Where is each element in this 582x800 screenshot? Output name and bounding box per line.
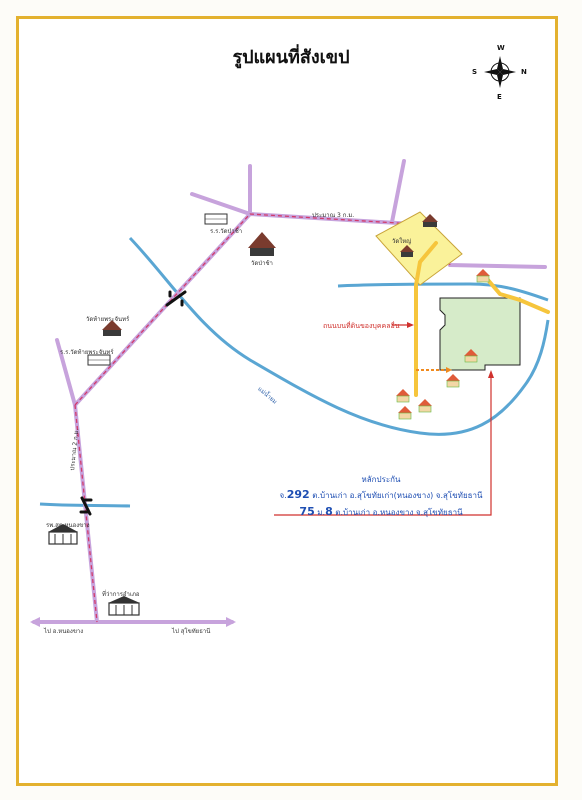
compass-letter-top: W	[497, 44, 505, 52]
pointer-arrow-icon-2	[407, 322, 414, 328]
label-district-office: ที่ว่าการอำเภอ	[102, 591, 140, 598]
access-road	[414, 241, 550, 397]
property-parcel	[439, 297, 521, 371]
house-icon	[446, 374, 460, 388]
address-line-2-rest: ต.บ้านเก่า อ.หนองขาง จ.สุโขทัยธานี	[332, 508, 463, 518]
compass-letter-right: N	[521, 68, 527, 76]
house-icon	[396, 389, 410, 403]
bridge-icon-2	[79, 496, 93, 516]
house-icon	[464, 349, 478, 363]
address-block: หลักประกัน จ.292 ต.บ้านเก่า อ.สุโขทัยเก่…	[270, 474, 492, 520]
address-line-2-number: 75	[299, 505, 315, 519]
label-wat-pa-cha: วัดป่าช้า	[251, 260, 273, 267]
arrow-left-icon	[30, 617, 40, 627]
address-heading: หลักประกัน	[361, 475, 401, 484]
address-line-2-mid: ม.	[314, 508, 326, 518]
bridge-icon	[165, 290, 187, 307]
temple-icon-3	[422, 214, 438, 227]
label-wat-phra-chin: วัดท้ายพระจันทร์	[86, 316, 130, 323]
address-line-2: 75 ม.8 ต.บ้านเก่า อ.หนองขาง จ.สุโขทัยธาน…	[270, 503, 492, 520]
school-icon	[204, 213, 228, 225]
map-frame	[16, 16, 558, 786]
compass-icon	[484, 56, 516, 88]
compass-letter-left: S	[472, 68, 478, 76]
arrow-right-small-icon	[446, 367, 452, 373]
label-distance-3km: ประมาณ 3 ก.ม.	[312, 212, 355, 219]
label-school-wat-pa-cha: ร.ร.วัดป่าช้า	[210, 228, 243, 235]
house-icon-group	[396, 269, 490, 420]
label-community-road: ถนนบนที่ดินของบุคคลอื่น	[323, 322, 400, 330]
house-icon	[476, 269, 490, 283]
temple-icon-4	[400, 245, 414, 257]
label-wat-yai: วัดใหญ่	[392, 238, 412, 245]
label-to-left: ไป อ.หนองขาง	[44, 628, 84, 635]
address-line-2-moo: 8	[325, 505, 333, 519]
map-title: รูปแผนที่สังเขป	[232, 47, 350, 68]
temple-zone	[375, 211, 463, 286]
address-line-1: จ.292 ต.บ้านเก่า อ.สุโขทัยเก่า(หนองขาง) …	[270, 486, 492, 503]
health-office-icon	[48, 524, 78, 545]
address-line-1-rest: ต.บ้านเก่า อ.สุโขทัยเก่า(หนองขาง) จ.สุโข…	[309, 491, 483, 501]
arrow-right-icon	[226, 617, 236, 627]
district-office-icon	[108, 596, 140, 616]
address-line-1-prefix: จ.	[279, 491, 287, 501]
school-icon-2	[87, 354, 111, 366]
house-icon	[398, 406, 412, 420]
road-network	[32, 159, 547, 624]
label-to-right: ไป สุโขทัยธานี	[172, 628, 211, 635]
pointer-arrow-icon	[488, 370, 494, 378]
address-line-1-number: 292	[286, 488, 310, 502]
label-health-office: รพ.สต.หนองขาง	[46, 522, 90, 529]
river-north	[337, 282, 549, 302]
road-centerline	[74, 213, 451, 623]
house-icon	[418, 399, 432, 413]
temple-icon	[248, 232, 276, 256]
compass-letter-bottom: E	[497, 93, 502, 101]
temple-icon-2	[102, 320, 122, 336]
label-school-phra-chin: ร.ร.วัดท้ายพระจันทร์	[60, 349, 114, 356]
river-main	[128, 236, 550, 436]
